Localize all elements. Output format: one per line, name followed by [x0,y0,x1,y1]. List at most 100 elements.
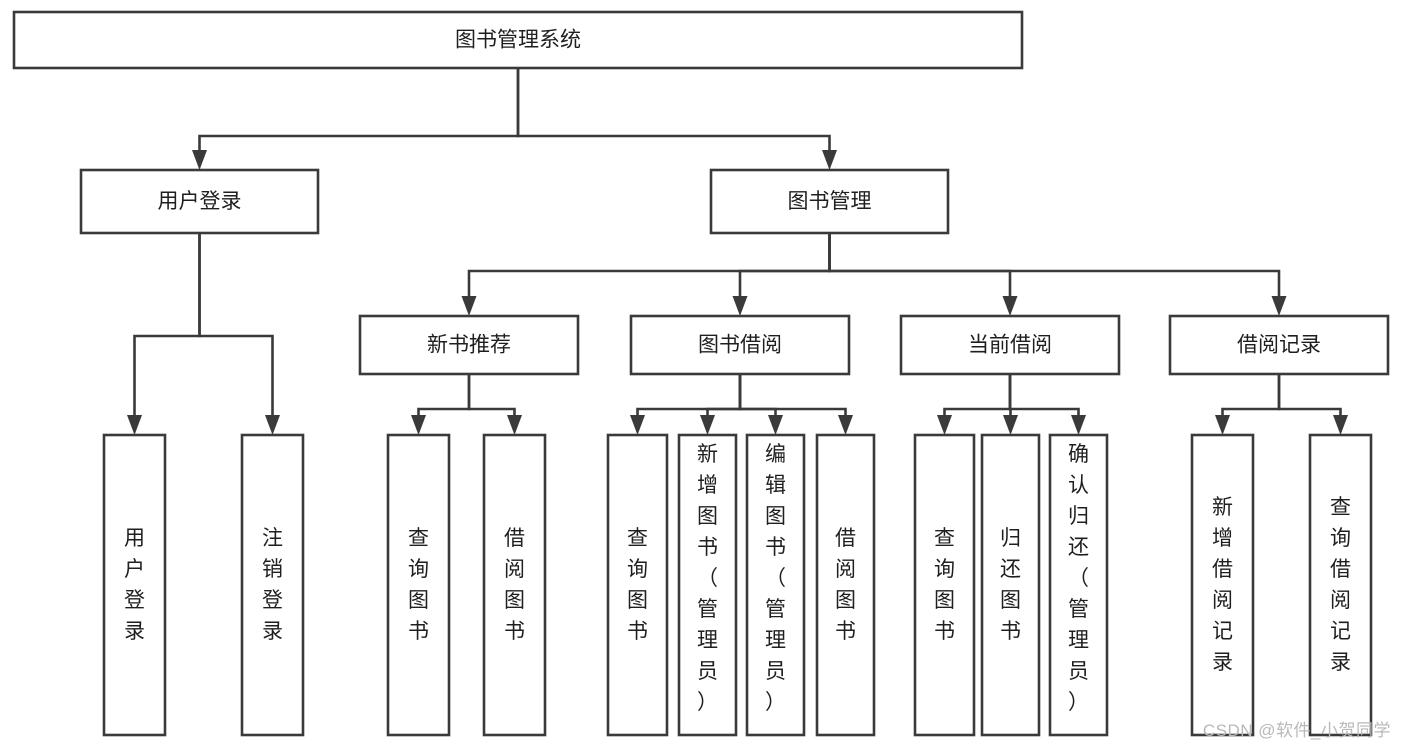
node-box [606,433,669,737]
node-borrow-record[interactable]: 借阅记录 [1168,314,1390,376]
arrow-head-icon [732,296,748,316]
node-label: 查询图书 [934,527,955,643]
connector [516,68,837,170]
node-box [482,433,547,737]
connector [467,374,522,435]
node-user-login[interactable]: 用户登录 [79,168,320,235]
node-new-book-recommend[interactable]: 新书推荐 [358,314,580,376]
node-box [79,168,320,235]
node-label: 注销登录 [262,527,283,643]
node-label: 归还图书 [1000,527,1021,643]
arrow-head-icon [1215,415,1230,435]
connector-layer [127,68,1348,435]
node-label: 新书推荐 [427,334,511,357]
arrow-head-icon [507,415,522,435]
node-root[interactable]: 图书管理系统 [12,10,1024,70]
node-leaf-return-book[interactable]: 归还图书 [980,433,1041,737]
node-box [240,433,305,737]
connector [732,233,831,316]
arrow-head-icon [768,415,783,435]
node-box [899,314,1121,376]
node-label: 图书管理 [788,190,872,213]
node-leaf-borrow-book[interactable]: 借阅图书 [815,433,876,737]
node-box [745,433,806,737]
node-label: 借阅记录 [1237,334,1321,357]
node-label: 查询图书 [408,527,429,643]
connector [937,374,1012,435]
node-box [677,433,738,737]
arrow-head-icon [700,415,715,435]
node-label: 用户登录 [158,190,242,213]
node-book-borrow[interactable]: 图书借阅 [629,314,851,376]
node-box [386,433,451,737]
arrow-head-icon [1271,296,1287,316]
node-box [1168,314,1390,376]
arrow-head-icon [192,150,207,170]
node-label: 用户登录 [124,527,145,643]
arrow-head-icon [461,296,477,316]
connector [1008,374,1086,435]
connector [828,233,1018,316]
node-box [980,433,1041,737]
node-label: 借阅图书 [504,527,525,643]
arrow-head-icon [937,415,952,435]
node-label: 新增图书（管理员） [697,443,718,714]
connector [127,233,201,435]
node-book-manage[interactable]: 图书管理 [709,168,950,235]
arrow-head-icon [1002,296,1018,316]
node-leaf-query-borrow-record[interactable]: 查询借阅记录 [1308,433,1373,737]
node-box [815,433,876,737]
node-label: 确认归还（管理员） [1068,443,1089,714]
connector [630,374,742,435]
arrow-head-icon [1003,415,1018,435]
arrow-head-icon [838,415,853,435]
node-current-borrow[interactable]: 当前借阅 [899,314,1121,376]
node-label: 图书借阅 [698,334,782,357]
connector [461,233,831,316]
node-leaf-query-book[interactable]: 查询图书 [606,433,669,737]
arrow-head-icon [1071,415,1086,435]
node-label: 查询借阅记录 [1330,496,1351,674]
connector [1277,374,1348,435]
node-leaf-borrow-book-recommend[interactable]: 借阅图书 [482,433,547,737]
arrow-head-icon [822,150,837,170]
arrow-head-icon [411,415,426,435]
node-box [12,10,1024,70]
connector [198,233,280,435]
arrow-head-icon [127,415,142,435]
connector [192,68,520,170]
node-leaf-user-login[interactable]: 用户登录 [102,433,167,737]
node-label: 编辑图书（管理员） [765,443,786,714]
node-box [629,314,851,376]
node-box [1190,433,1255,737]
connector [1215,374,1281,435]
node-label: 查询图书 [627,527,648,643]
node-box [709,168,950,235]
node-box [1048,433,1109,737]
node-label: 图书管理系统 [455,29,581,52]
arrow-head-icon [1333,415,1348,435]
node-leaf-query-book-current[interactable]: 查询图书 [913,433,976,737]
connector [828,233,1287,316]
node-box [102,433,167,737]
connector [738,374,783,435]
node-box [1308,433,1373,737]
connector [738,374,853,435]
node-leaf-add-book[interactable]: 新增图书（管理员） [677,433,738,737]
node-box [913,433,976,737]
node-leaf-logout[interactable]: 注销登录 [240,433,305,737]
arrow-head-icon [630,415,645,435]
node-leaf-confirm-return[interactable]: 确认归还（管理员） [1048,433,1109,737]
node-label: 当前借阅 [968,334,1052,357]
node-label: 新增借阅记录 [1212,496,1233,674]
node-label: 借阅图书 [835,527,856,643]
node-leaf-add-borrow-record[interactable]: 新增借阅记录 [1190,433,1255,737]
connector [700,374,742,435]
node-leaf-edit-book[interactable]: 编辑图书（管理员） [745,433,806,737]
arrow-head-icon [265,415,280,435]
connector [411,374,471,435]
watermark-label: CSDN @软件_小贺同学 [1202,721,1391,740]
node-leaf-query-book-recommend[interactable]: 查询图书 [386,433,451,737]
